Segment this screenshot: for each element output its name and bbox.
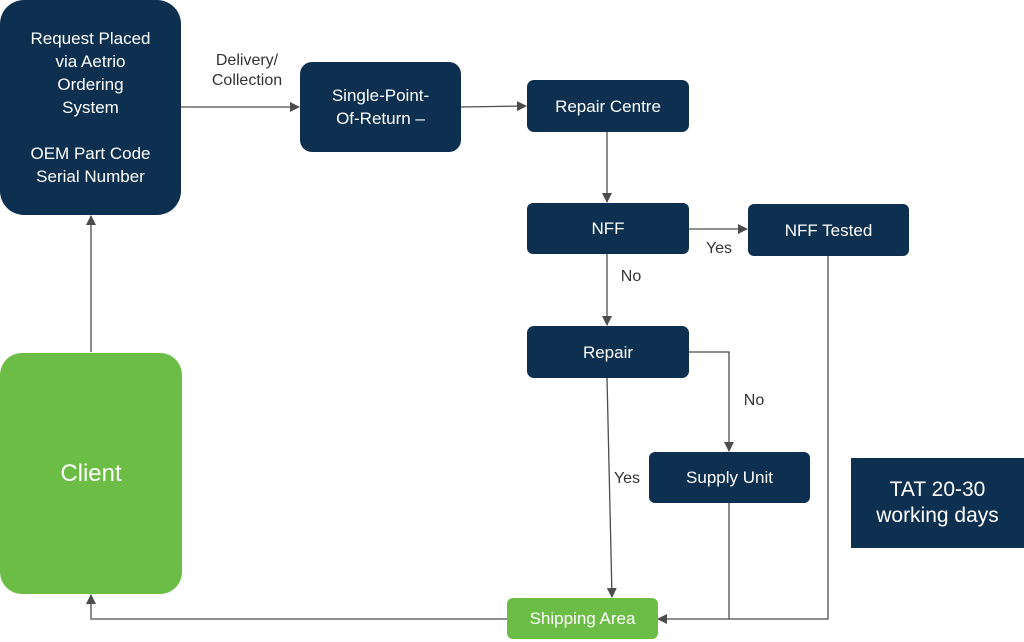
node-repair-centre-label: Repair Centre xyxy=(555,96,661,116)
node-single-point-of-return: Single-Point- Of-Return – xyxy=(300,62,461,152)
node-supply-unit-label: Supply Unit xyxy=(686,468,773,487)
edge-label-repair-no: No xyxy=(743,392,765,409)
node-nff-tested: NFF Tested xyxy=(748,204,909,256)
edge-label-nff-yes: Yes xyxy=(705,240,733,257)
node-single-point-of-return-label: Single-Point- Of-Return – xyxy=(331,86,430,128)
edge-repair-to-supply-unit xyxy=(688,351,734,452)
edge-supply-to-shipping xyxy=(657,503,730,624)
node-repair-centre: Repair Centre xyxy=(527,80,689,132)
edge-label-delivery-collection: Delivery/ Collection xyxy=(211,52,283,89)
edge-spr-to-repair-centre xyxy=(460,101,527,112)
node-nff-label: NFF xyxy=(591,219,625,238)
node-supply-unit: Supply Unit xyxy=(649,452,810,503)
tat-box: TAT 20-30 working days xyxy=(851,458,1024,548)
node-shipping-area-label: Shipping Area xyxy=(529,609,636,628)
node-client: Client xyxy=(0,353,182,594)
edge-shipping-to-client xyxy=(86,594,507,620)
edge-nff-tested-to-shipping xyxy=(729,256,829,620)
node-client-label: Client xyxy=(60,459,122,487)
node-repair: Repair xyxy=(527,326,689,378)
node-shipping-area: Shipping Area xyxy=(507,598,658,639)
edge-label-repair-yes: Yes xyxy=(613,470,641,487)
node-nff: NFF xyxy=(527,203,689,254)
node-request-placed: Request Placed via Aetrio Ordering Syste… xyxy=(0,0,181,215)
edge-label-nff-no: No xyxy=(620,268,642,285)
tat-box-label: TAT 20-30 working days xyxy=(876,478,999,527)
node-request-placed-label: Request Placed via Aetrio Ordering Syste… xyxy=(30,29,151,186)
node-repair-label: Repair xyxy=(582,342,634,362)
node-nff-tested-label: NFF Tested xyxy=(784,220,873,240)
edge-repair-to-shipping xyxy=(606,377,617,598)
